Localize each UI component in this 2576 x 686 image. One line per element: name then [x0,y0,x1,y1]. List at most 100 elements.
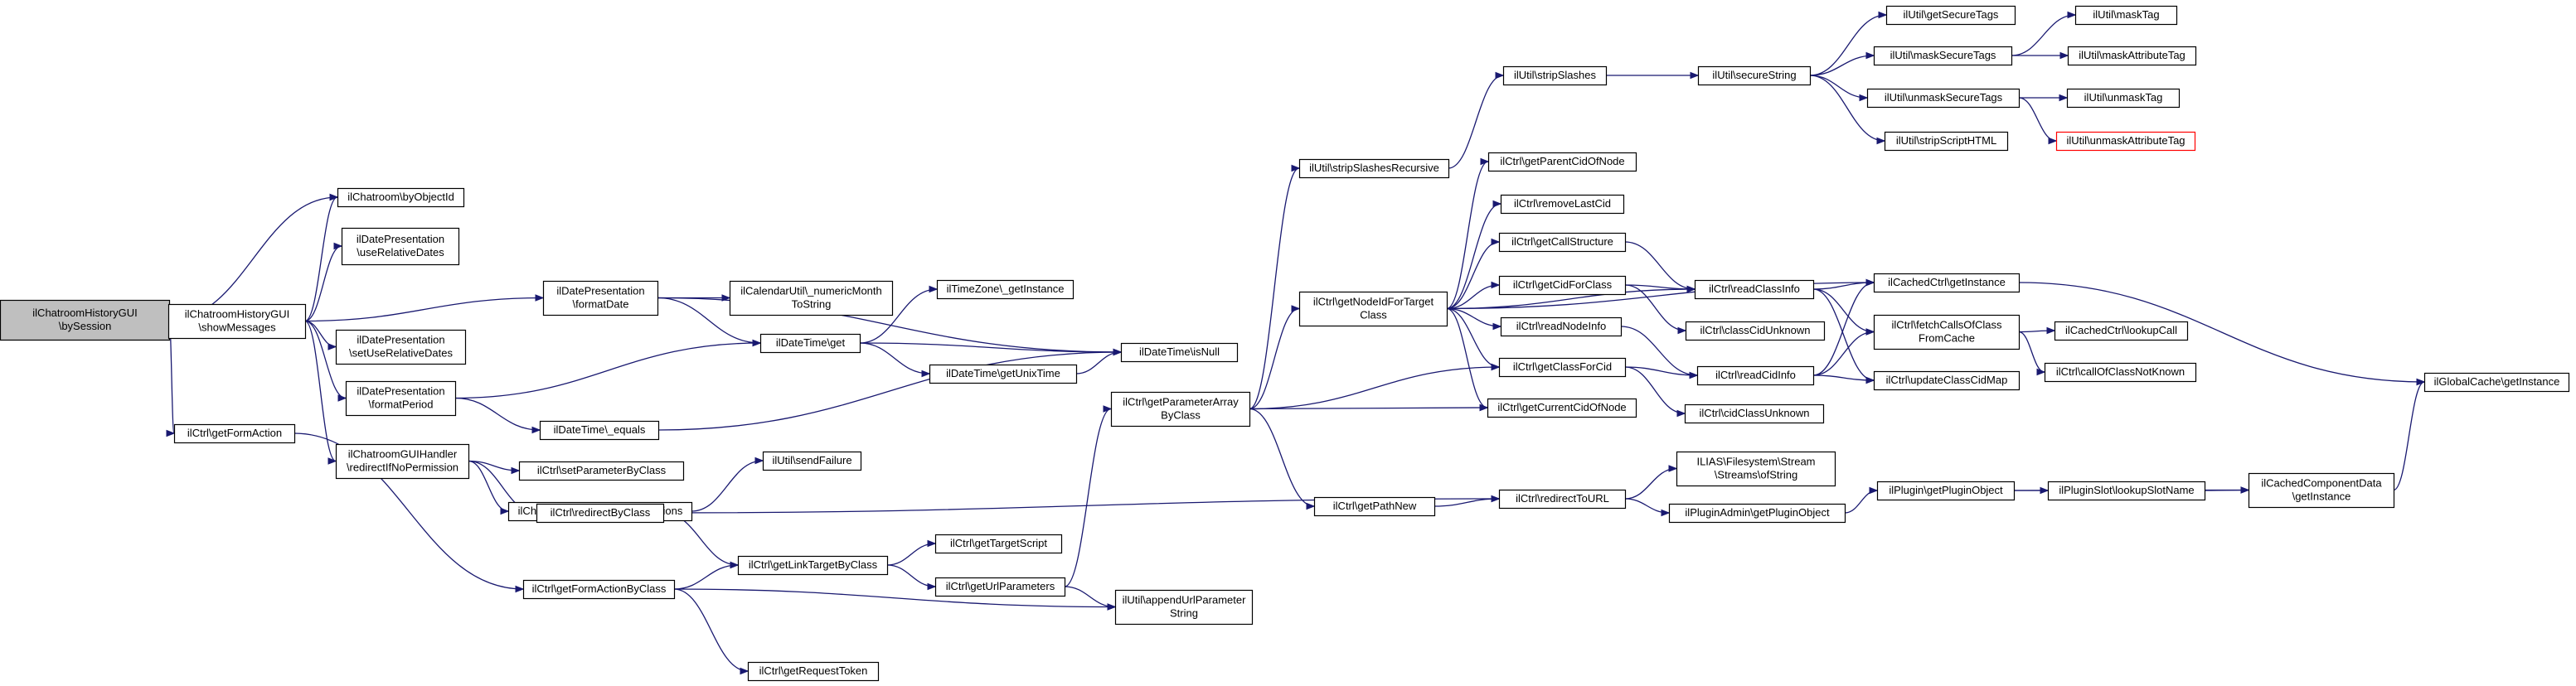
edge-redirectIfNoPerm-to-checkUserPerm [468,460,510,515]
node-label: ilUtil\sendFailure [772,454,851,466]
edge-line [673,588,749,672]
node-label: ByClass [1161,409,1201,422]
node-classCidUnknown[interactable]: ilCtrl\classCidUnknown [1685,321,1826,341]
node-unmaskSecureTags[interactable]: ilUtil\unmaskSecureTags [1866,88,2021,109]
node-redirectByClass[interactable]: ilCtrl\redirectByClass [536,503,665,524]
node-getUrlParams[interactable]: ilCtrl\getUrlParameters [934,577,1066,597]
edge-arrowhead [515,585,525,593]
edge-readClassInfo-to-cachedCtrlGetInstance [1812,278,1875,290]
node-lookupCall[interactable]: ilCachedCtrl\lookupCall [2054,321,2189,341]
node-label: ilCachedCtrl\lookupCall [2065,324,2177,336]
node-readClassInfo[interactable]: ilCtrl\readClassInfo [1694,279,1815,300]
node-unmaskAttrTag[interactable]: ilUtil\unmaskAttributeTag [2055,131,2196,152]
edge-arrowhead [1495,71,1505,80]
node-globalCache[interactable]: ilGlobalCache\getInstance [2423,372,2570,393]
node-byObjectId[interactable]: ilChatroom\byObjectId [337,187,465,208]
node-callOfClassNotKnown[interactable]: ilCtrl\callOfClassNotKnown [2044,362,2197,383]
node-getParentCid[interactable]: ilCtrl\getParentCidOfNode [1487,152,1637,172]
edge-lookupSlotName-to-cachedCompData [2204,486,2250,494]
node-redirectIfNoPerm[interactable]: ilChatroomGUIHandler\redirectIfNoPermiss… [335,443,470,480]
node-readNodeInfo[interactable]: ilCtrl\readNodeInfo [1500,316,1623,337]
node-updateClassCidMap[interactable]: ilCtrl\updateClassCidMap [1873,370,2021,391]
node-label: ilCtrl\cidClassUnknown [1700,407,1810,419]
node-setUseRelDates[interactable]: ilDatePresentation\setUseRelativeDates [335,329,467,365]
node-redirectToURL[interactable]: ilCtrl\redirectToURL [1498,489,1627,510]
edge-getParamArray-to-getNodeId [1249,305,1301,410]
node-getFormAction[interactable]: ilCtrl\getFormAction [173,423,296,444]
node-getCurrentCid[interactable]: ilCtrl\getCurrentCidOfNode [1487,398,1637,418]
node-box [747,661,880,682]
node-getUnixTime[interactable]: ilDateTime\getUnixTime [929,364,1078,384]
node-maskAttrTag[interactable]: ilUtil\maskAttributeTag [2067,46,2197,66]
node-maskSecureTags[interactable]: ilUtil\maskSecureTags [1873,46,2013,66]
node-ofString[interactable]: ILIAS\Filesystem\Stream\Streams\ofString [1676,451,1836,487]
node-cachedCompData[interactable]: ilCachedComponentData\getInstance [2248,472,2395,509]
edge-arrowhead [1878,11,1888,19]
node-pluginGetObj[interactable]: ilPlugin\getPluginObject [1876,481,2016,501]
node-secureString[interactable]: ilUtil\secureString [1697,65,1812,86]
node-cidClassUnknown[interactable]: ilCtrl\cidClassUnknown [1684,403,1825,424]
node-getCallStructure[interactable]: ilCtrl\getCallStructure [1498,232,1627,253]
node-useRelDates[interactable]: ilDatePresentation\useRelativeDates [341,227,460,266]
node-dtIsNull[interactable]: ilDateTime\isNull [1120,342,1239,363]
node-box [1873,273,2021,293]
node-label: ilDateTime\isNull [1139,345,1220,358]
node-getRequestToken[interactable]: ilCtrl\getRequestToken [747,661,880,682]
edge-line [304,245,342,322]
node-box [1298,291,1448,327]
node-unmaskTag[interactable]: ilUtil\unmaskTag [2066,88,2181,109]
edge-line [1446,203,1501,310]
node-pluginAdminGetObj[interactable]: ilPluginAdmin\getPluginObject [1668,503,1846,524]
node-getCidForClass[interactable]: ilCtrl\getCidForClass [1498,275,1627,296]
node-label: ilUtil\stripSlashes [1514,69,1596,81]
node-tzGetInstance[interactable]: ilTimeZone\_getInstance [936,279,1075,300]
node-box [1873,46,2013,66]
node-sendFailure[interactable]: ilUtil\sendFailure [762,451,862,471]
node-showMessages[interactable]: ilChatroomHistoryGUI\showMessages [167,303,307,340]
node-root[interactable]: ilChatroomHistoryGUI\bySession [0,299,171,341]
node-label: ilUtil\stripScriptHTML [1896,134,1996,147]
node-getClassForCid[interactable]: ilCtrl\getClassForCid [1498,357,1627,378]
node-box [729,280,894,316]
node-cachedCtrlGetInstance[interactable]: ilCachedCtrl\getInstance [1873,273,2021,293]
node-getFormActionByClass[interactable]: ilCtrl\getFormActionByClass [522,579,676,600]
edge-arrowhead [333,242,343,250]
edge-arrowhead [1876,137,1886,145]
node-readCidInfo[interactable]: ilCtrl\readCidInfo [1696,365,1815,386]
node-label: ilCtrl\getFormAction [187,427,282,439]
edge-getClassForCid-to-cidClassUnknown [1624,366,1686,418]
node-lookupSlotName[interactable]: ilPluginSlot\lookupSlotName [2047,481,2206,501]
node-dtGet[interactable]: ilDateTime\get [759,333,861,354]
edge-line [673,588,1116,608]
node-box [1498,232,1627,253]
node-getLinkTarget[interactable]: ilCtrl\getLinkTargetByClass [737,555,889,576]
edge-line [691,460,764,512]
node-label: ilCtrl\getFormActionByClass [532,582,667,595]
nodes-layer: ilChatroomHistoryGUI\bySessionilChatroom… [0,5,2570,682]
edge-arrowhead [1865,376,1875,384]
node-label: String [1170,607,1198,620]
node-box [1876,481,2016,501]
node-setParamByClass[interactable]: ilCtrl\setParameterByClass [518,461,685,481]
node-getPathNew[interactable]: ilCtrl\getPathNew [1313,496,1436,517]
node-formatDate[interactable]: ilDatePresentation\formatDate [542,280,659,316]
node-stripSlashes[interactable]: ilUtil\stripSlashes [1502,65,1608,86]
node-box [934,577,1066,597]
edge-line [2011,14,2076,56]
node-formatPeriod[interactable]: ilDatePresentation\formatPeriod [345,380,457,417]
node-label: ilCtrl\getUrlParameters [946,580,1055,592]
node-removeLastCid[interactable]: ilCtrl\removeLastCid [1500,194,1625,215]
node-stripSlashesRec[interactable]: ilUtil\stripSlashesRecursive [1298,158,1450,179]
node-dtEquals[interactable]: ilDateTime\_equals [539,420,660,441]
edge-stripSlashesRec-to-stripSlashes [1448,71,1505,169]
node-getTargetScript[interactable]: ilCtrl\getTargetScript [934,534,1063,554]
edge-line [2018,282,2425,383]
node-getSecureTags[interactable]: ilUtil\getSecureTags [1885,5,2016,26]
node-maskTag[interactable]: ilUtil\maskTag [2074,5,2178,26]
node-stripScriptHTML[interactable]: ilUtil\stripScriptHTML [1884,131,2009,152]
